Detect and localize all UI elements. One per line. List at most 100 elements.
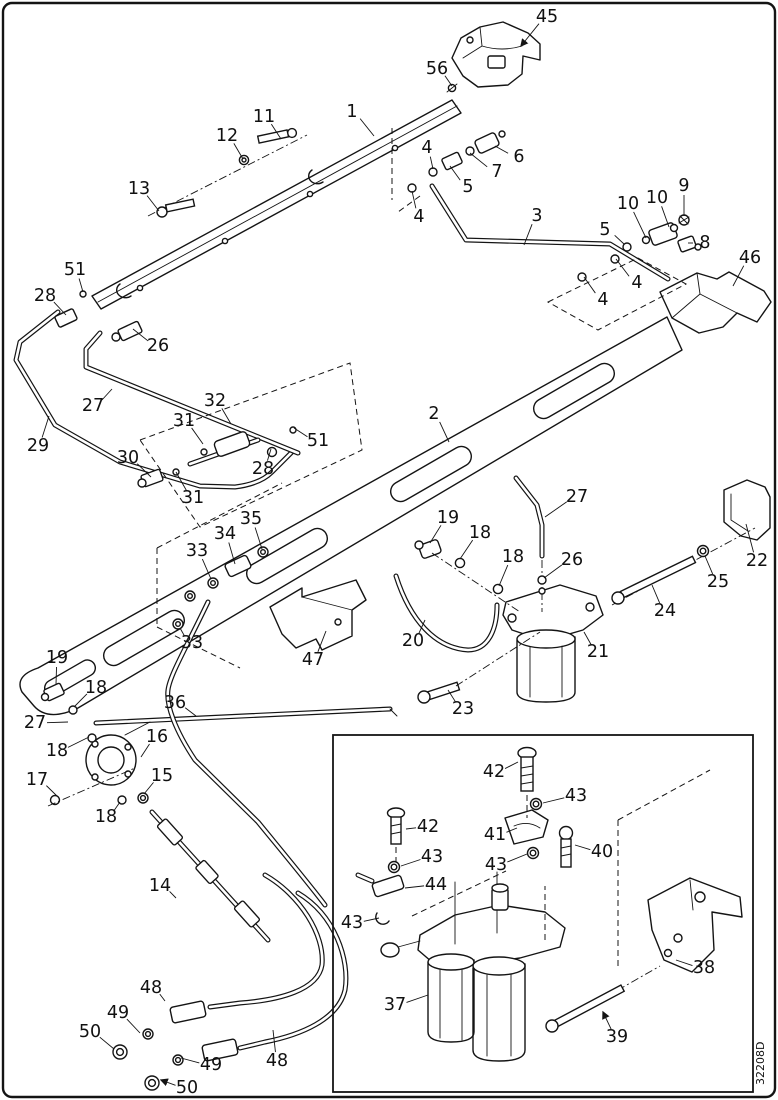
callout-leader-19 [429, 525, 442, 544]
callout-1: 1 [346, 102, 375, 137]
callout-number-40: 40 [591, 842, 613, 862]
callout-number-10: 10 [617, 194, 639, 214]
callout-35: 35 [240, 509, 263, 550]
callout-4: 4 [421, 138, 434, 170]
callout-leader-6 [494, 145, 509, 154]
callout-leader-34 [228, 542, 236, 565]
callout-leader-18 [73, 693, 88, 708]
fuel-line-36 [165, 599, 328, 908]
callout-number-43: 43 [485, 855, 507, 875]
callout-number-33: 33 [186, 541, 208, 561]
hose-48-pair [112, 872, 349, 1091]
callout-number-37: 37 [384, 995, 406, 1015]
callout-36: 36 [164, 693, 197, 717]
callout-number-4: 4 [413, 207, 424, 227]
callout-leader-41 [506, 827, 518, 833]
callout-10: 10 [646, 188, 670, 228]
callout-34: 34 [214, 524, 236, 565]
callout-leader-4 [583, 276, 596, 294]
callout-leader-50 [159, 1078, 176, 1087]
cover-bracket-45 [451, 21, 541, 88]
callout-leader-18 [113, 801, 121, 811]
callout-27: 27 [82, 388, 113, 416]
callout-number-27: 27 [24, 713, 46, 733]
callout-45: 45 [520, 7, 558, 48]
callout-number-26: 26 [561, 550, 583, 570]
bolt-24-nut-25 [611, 527, 756, 606]
callout-leader-18 [67, 736, 90, 748]
callout-23: 23 [447, 689, 474, 719]
callout-leader-33 [201, 558, 212, 580]
callout-leader-27 [544, 501, 568, 518]
callout-31: 31 [175, 471, 204, 508]
callout-number-4: 4 [421, 138, 432, 158]
callout-number-39: 39 [606, 1027, 628, 1047]
callout-number-22: 22 [746, 551, 768, 571]
callout-50: 50 [79, 1022, 115, 1050]
callout-number-51: 51 [64, 260, 86, 280]
callout-28: 28 [252, 448, 274, 479]
callout-number-9: 9 [678, 176, 689, 196]
callout-22: 22 [745, 523, 768, 571]
callout-number-51: 51 [307, 431, 329, 451]
callout-number-31: 31 [182, 488, 204, 508]
callout-leader-26 [543, 564, 563, 579]
callout-32: 32 [204, 391, 232, 425]
bolt-42-top [517, 746, 537, 818]
callout-leader-7 [469, 152, 488, 168]
callout-number-36: 36 [164, 693, 186, 713]
callout-43: 43 [341, 913, 380, 933]
callout-number-46: 46 [739, 248, 761, 268]
callout-7: 7 [469, 152, 503, 182]
transfer-pump-16 [85, 721, 151, 786]
callout-leader-18 [459, 539, 474, 560]
callout-leader-30 [136, 463, 152, 478]
callout-40: 40 [574, 842, 613, 862]
callout-number-13: 13 [128, 179, 150, 199]
callout-39: 39 [602, 1010, 628, 1047]
callout-15: 15 [143, 766, 173, 795]
callout-leader-46 [732, 265, 745, 287]
fuel-filter-21 [414, 539, 604, 703]
callout-number-18: 18 [85, 678, 107, 698]
callout-leader-5 [449, 165, 461, 181]
arrow-bracket-47 [269, 579, 367, 651]
callout-20: 20 [402, 619, 426, 651]
fitting-set-26-28-51-left [54, 290, 143, 342]
callout-number-35: 35 [240, 509, 262, 529]
callout-3: 3 [523, 206, 543, 246]
drawing-code: 32208D [754, 1042, 767, 1085]
callout-25: 25 [704, 555, 729, 592]
callout-4: 4 [583, 276, 609, 310]
callout-17: 17 [26, 770, 58, 797]
callout-number-43: 43 [565, 786, 587, 806]
callout-leader-45 [520, 23, 540, 48]
callout-number-10: 10 [646, 188, 668, 208]
callout-48: 48 [140, 978, 166, 1002]
callout-number-24: 24 [654, 601, 676, 621]
callout-5: 5 [599, 220, 625, 245]
inset-border [332, 734, 754, 1093]
callout-18: 18 [498, 547, 524, 587]
callout-44: 44 [404, 875, 447, 895]
callout-number-50: 50 [79, 1022, 101, 1042]
callout-number-14: 14 [149, 876, 171, 896]
callout-number-7: 7 [491, 162, 502, 182]
clip-43-lower [375, 912, 390, 925]
callout-leader-14 [169, 891, 177, 899]
callout-27: 27 [24, 713, 69, 733]
callout-leader-20 [418, 619, 426, 634]
callout-number-23: 23 [452, 699, 474, 719]
callout-number-11: 11 [253, 107, 275, 127]
callout-leader-21 [583, 631, 592, 645]
callout-leader-47 [317, 630, 327, 652]
callout-56: 56 [426, 59, 453, 87]
callout-leader-40 [574, 844, 591, 851]
callout-8: 8 [688, 233, 711, 253]
callout-5: 5 [449, 165, 474, 197]
callout-leader-49 [126, 1018, 141, 1034]
callout-27: 27 [544, 487, 588, 518]
callout-number-50: 50 [176, 1078, 198, 1098]
